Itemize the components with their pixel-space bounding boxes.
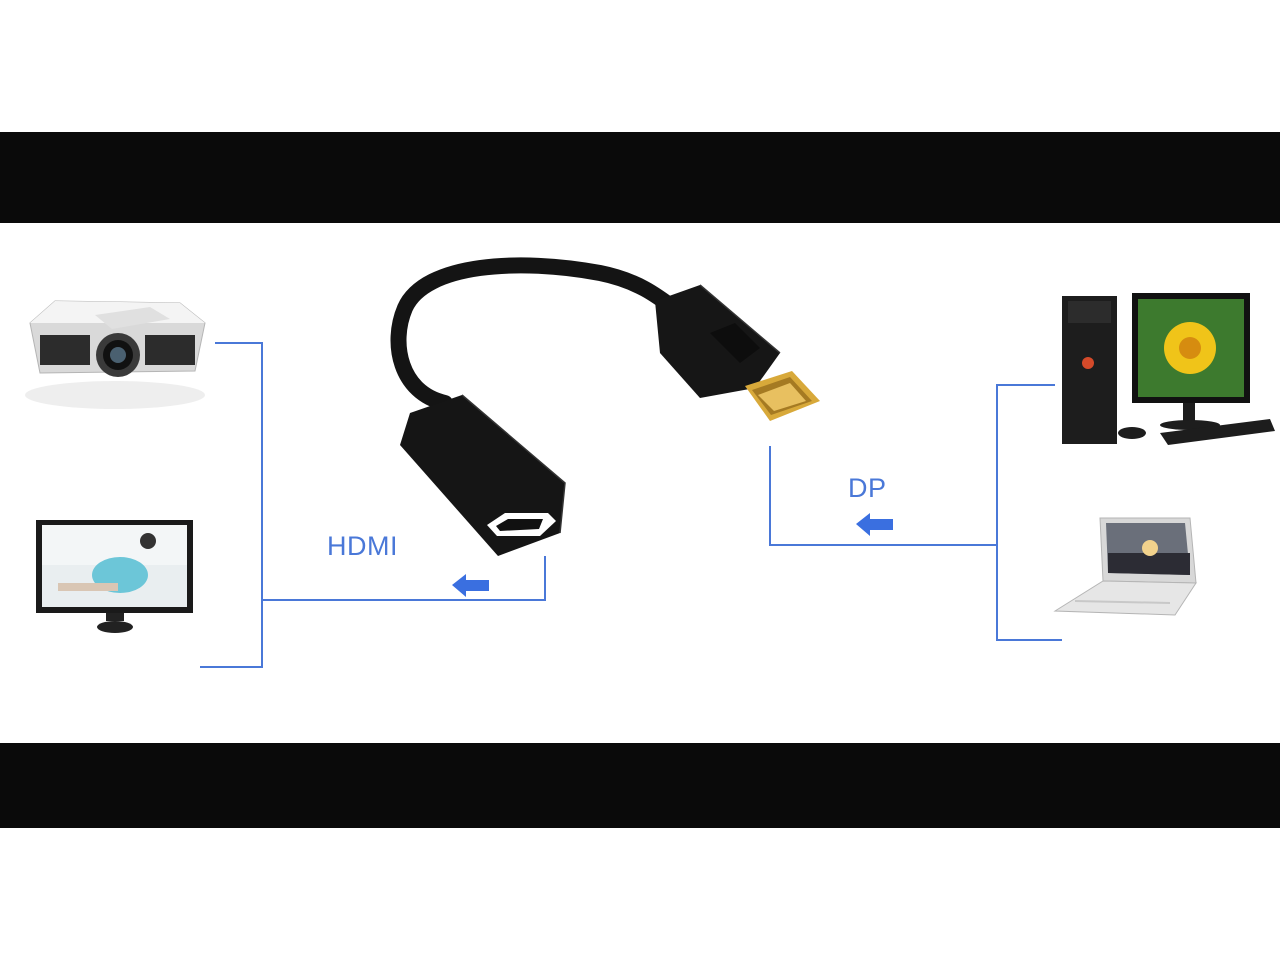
projector-icon (25, 300, 206, 409)
hdmi-arrow-icon (452, 574, 489, 597)
bottom-black-bar (0, 743, 1280, 828)
adapter-cable (390, 257, 688, 411)
dp-label: DP (848, 473, 887, 503)
hdmi-female-connector (400, 394, 566, 556)
desktop-computer-icon (1062, 293, 1275, 445)
displayport-male-connector (655, 284, 820, 421)
hdmi-output-line (262, 556, 546, 601)
top-margin (0, 0, 1280, 132)
connection-diagram (25, 257, 1275, 668)
monitor-icon (36, 520, 193, 633)
diagram-stage: HDMI DP (0, 223, 1280, 743)
bottom-margin (0, 828, 1280, 960)
hdmi-label: HDMI (327, 531, 398, 561)
right-connector-lines (769, 384, 1062, 641)
left-connector-lines (200, 342, 546, 668)
top-black-bar (0, 132, 1280, 223)
dp-input-line (769, 446, 997, 546)
dp-arrow-icon (856, 513, 893, 536)
computers-line (996, 384, 1062, 641)
projector-line (200, 342, 263, 668)
laptop-icon (1053, 517, 1197, 616)
